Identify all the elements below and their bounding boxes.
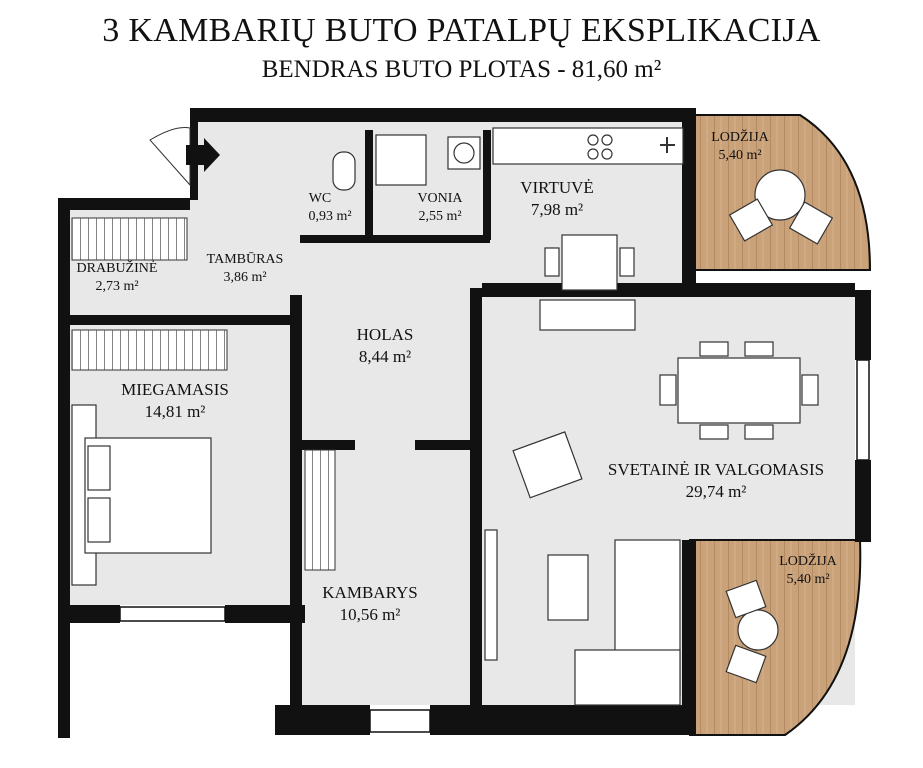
star-decoration-icon [660,137,675,153]
label-vonia-name: VONIA [417,191,463,206]
label-holas-area: 8,44 m² [359,347,411,366]
label-lodzija-top-area: 5,40 m² [718,148,761,163]
label-lodzija-bottom-area: 5,40 m² [786,572,829,587]
windows [119,359,870,733]
label-tamburas-area: 3,86 m² [223,270,266,285]
label-kambarys-area: 10,56 m² [340,605,401,624]
label-lodzija-bottom-name: LODŽIJA [779,552,837,569]
label-kambarys-name: KAMBARYS [322,583,417,602]
room-labels: WC 0,93 m² VONIA 2,55 m² VIRTUVĖ 7,98 m²… [77,128,838,624]
label-drabuzine-area: 2,73 m² [95,279,138,294]
label-miegamasis-area: 14,81 m² [145,402,206,421]
wardrobe-drabuzine [71,217,188,261]
label-wc-name: WC [309,191,332,206]
dining-set [659,341,819,440]
plan-title: 3 KAMBARIŲ BUTO PATALPŲ EKSPLIKACIJA [102,12,821,49]
label-miegamasis-name: MIEGAMASIS [121,380,229,399]
label-holas-name: HOLAS [357,325,414,344]
label-lodzija-top-name: LODŽIJA [711,128,769,145]
wardrobe-kambarys [304,449,336,571]
arrow-right-icon [186,138,220,172]
label-virtuve-name: VIRTUVĖ [520,178,594,197]
bed [71,404,212,586]
label-wc-area: 0,93 m² [308,209,351,224]
bathroom-fixtures [332,134,481,191]
label-virtuve-area: 7,98 m² [531,200,583,219]
label-svetaine-area: 29,74 m² [686,482,747,501]
kitchen [492,127,684,291]
wardrobe-miegamasis [71,329,228,371]
label-vonia-area: 2,55 m² [418,209,461,224]
label-svetaine-name: SVETAINĖ IR VALGOMASIS [608,460,824,479]
entrance-door [149,127,191,187]
living-furniture [484,299,681,706]
total-area-subtitle: BENDRAS BUTO PLOTAS - 81,60 m² [261,56,662,83]
label-tamburas-name: TAMBŪRAS [207,251,284,267]
walls [58,108,871,738]
label-drabuzine-name: DRABUŽINĖ [77,259,158,276]
balcony-furniture [725,169,834,684]
